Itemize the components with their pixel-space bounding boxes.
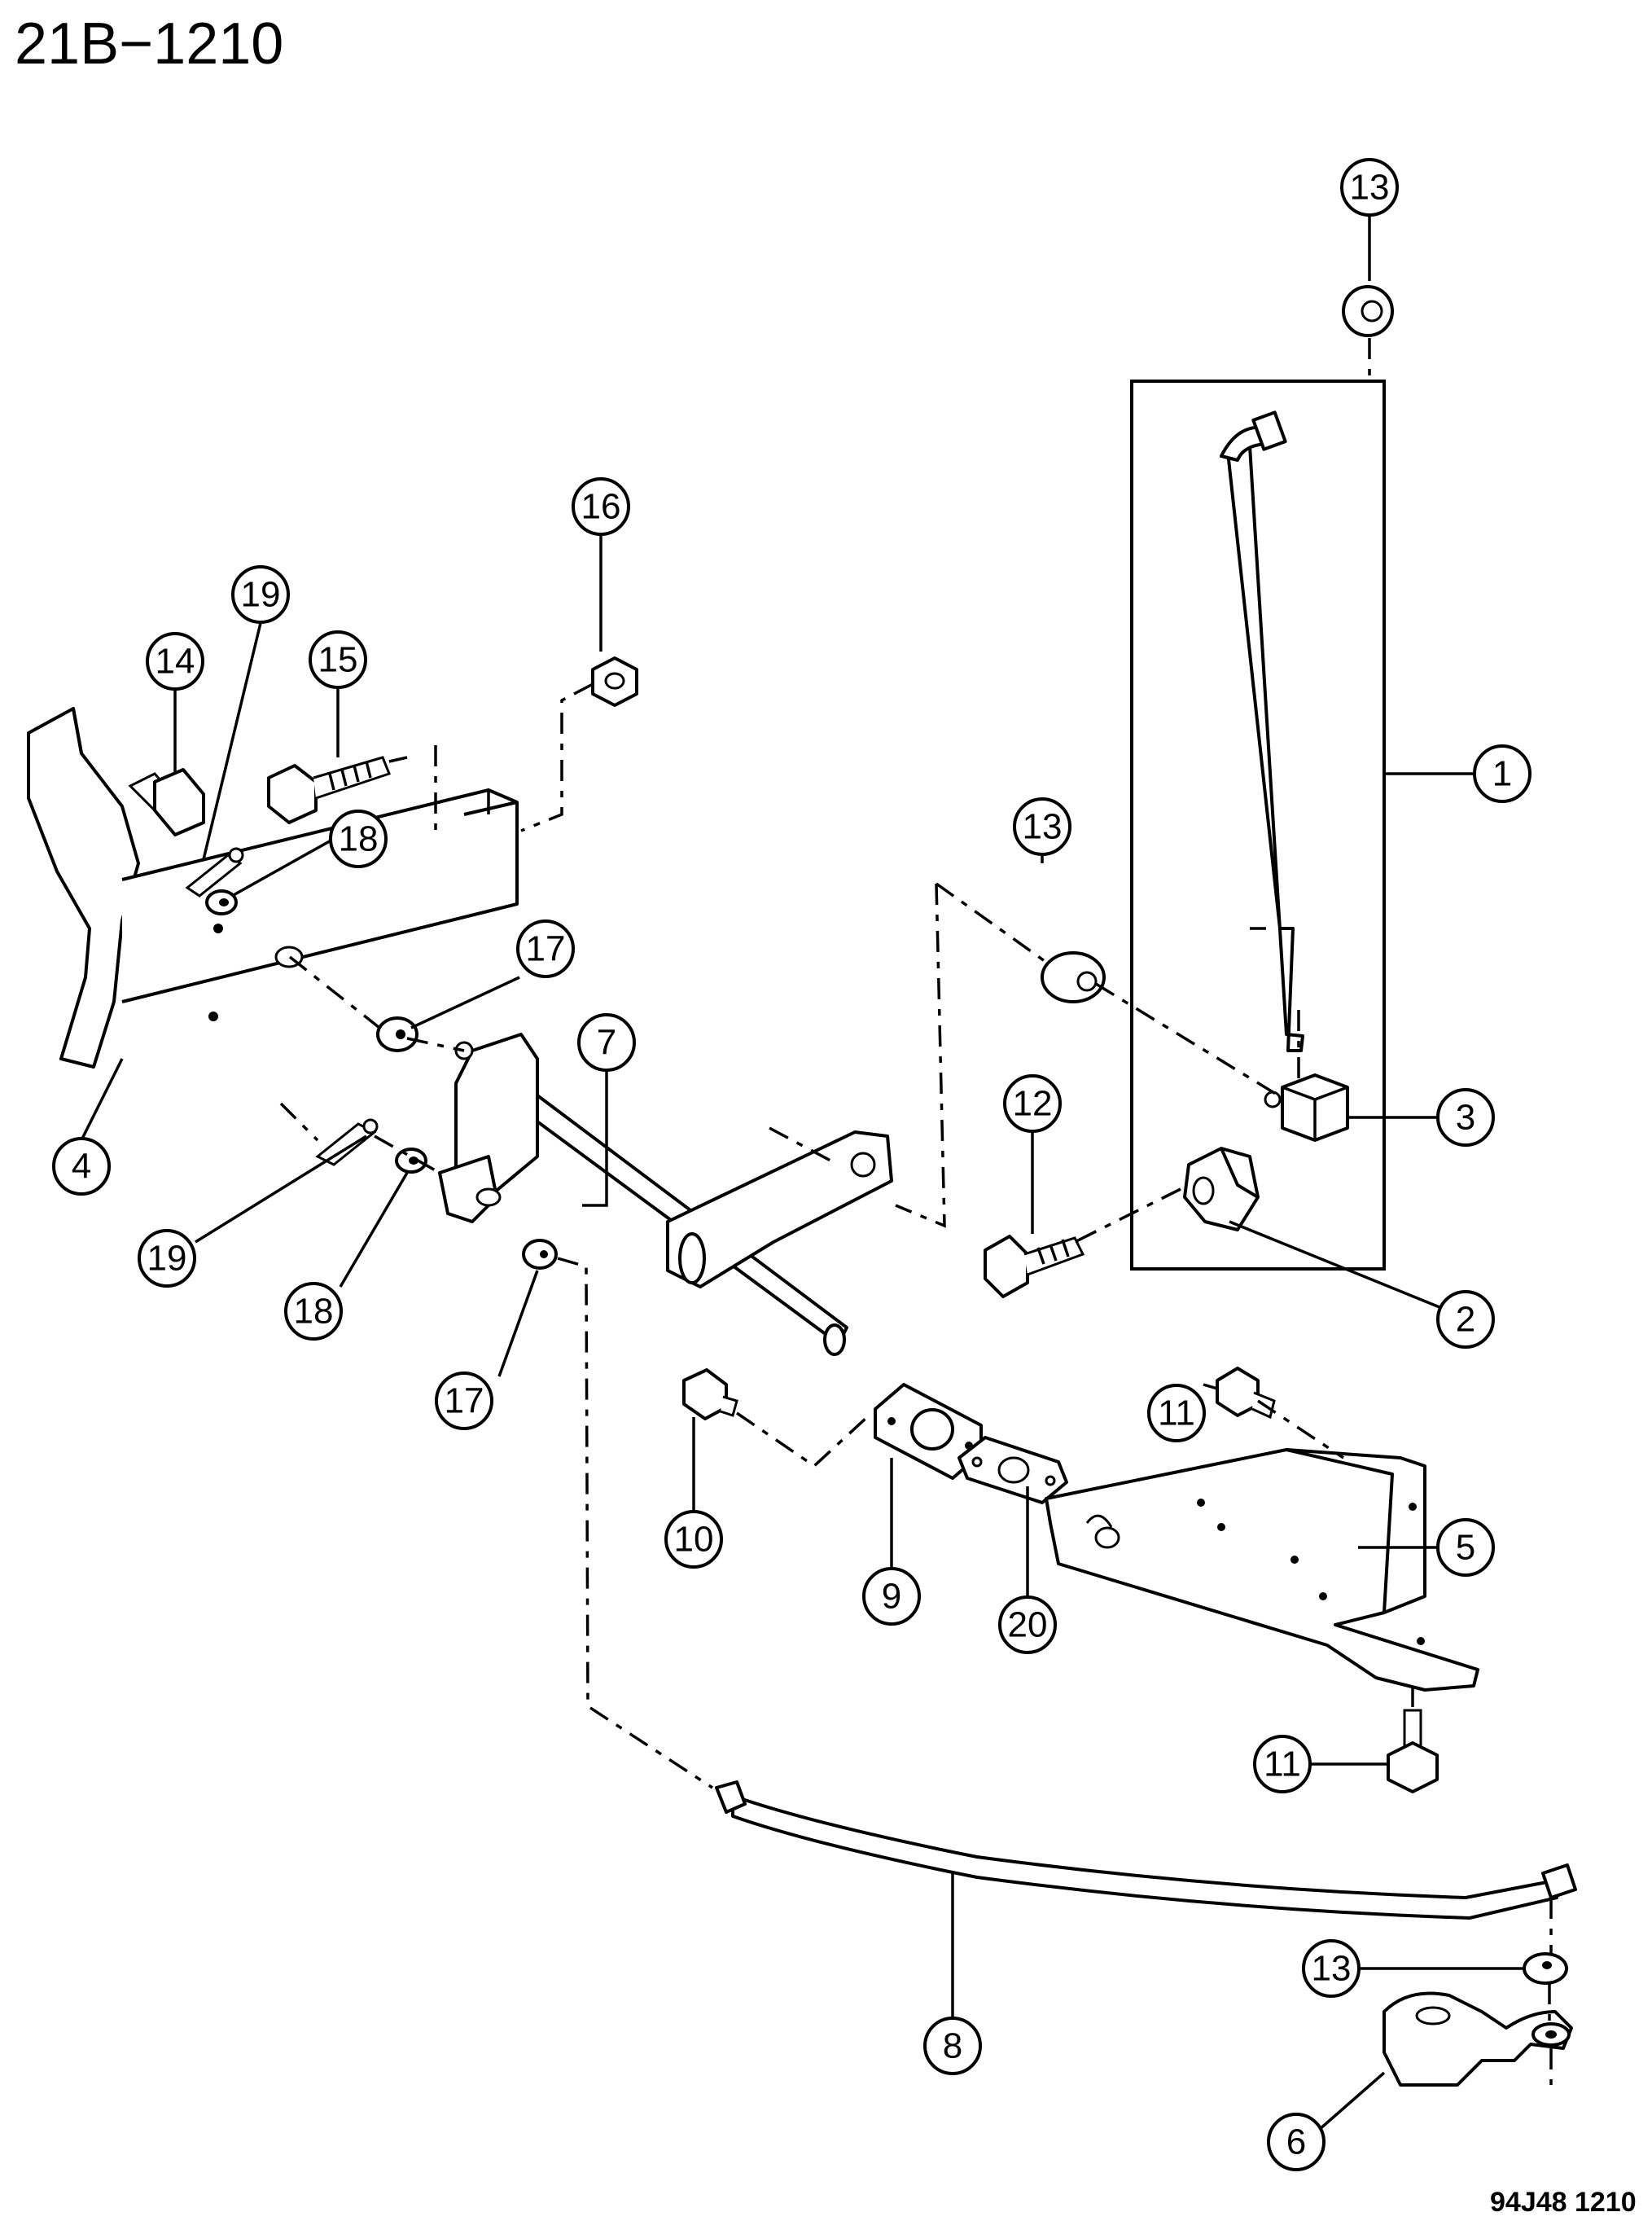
mount-bracket (27, 707, 519, 1069)
bolt-11-lower (1387, 1709, 1439, 1793)
leader-lines (80, 216, 1524, 2131)
bolt-14 (128, 768, 205, 836)
svg-text:11: 11 (1158, 1394, 1195, 1433)
grommet-top (1342, 285, 1394, 337)
callout-13-top: 13 (1340, 158, 1399, 217)
callout-18-upper: 18 (329, 810, 388, 868)
nut-16 (591, 656, 638, 707)
svg-text:20: 20 (1008, 1605, 1048, 1645)
bushing-17-lower (522, 1239, 558, 1270)
callout-8: 8 (923, 2017, 982, 2075)
cross-shaft (438, 1033, 893, 1356)
svg-text:18: 18 (294, 1292, 334, 1332)
bushing-17-upper (376, 1016, 418, 1052)
svg-text:8: 8 (943, 2026, 962, 2066)
plate-bracket-5 (1045, 1448, 1479, 1692)
pivot-block (1264, 1073, 1349, 1142)
gasket-20 (957, 1436, 1068, 1504)
callout-4: 4 (52, 1137, 111, 1196)
cotter-pin-lower (315, 1118, 379, 1166)
svg-text:5: 5 (1456, 1528, 1475, 1568)
assembly-lines (279, 338, 1553, 2085)
callout-5: 5 (1436, 1518, 1495, 1577)
washer-18-upper (205, 889, 238, 915)
svg-text:13: 13 (1350, 168, 1390, 208)
flange-9 (874, 1383, 983, 1480)
bolt-11-upper (1216, 1367, 1276, 1420)
callout-19-upper: 19 (231, 565, 290, 624)
svg-text:2: 2 (1456, 1300, 1475, 1340)
svg-text:13: 13 (1023, 807, 1063, 847)
callout-15: 15 (309, 630, 367, 689)
svg-text:14: 14 (156, 642, 195, 682)
diagram-code: 21B−1210 (15, 11, 283, 77)
svg-text:1: 1 (1492, 754, 1512, 794)
svg-text:19: 19 (241, 575, 281, 615)
grommet-bottom (1523, 1952, 1568, 1985)
cotter-pin-upper (185, 847, 244, 898)
svg-text:6: 6 (1286, 2122, 1306, 2162)
callout-17-lower: 17 (435, 1372, 493, 1430)
callout-12: 12 (1003, 1074, 1062, 1133)
bolt-12 (984, 1235, 1085, 1298)
washer-18-lower (395, 1148, 427, 1174)
callout-16: 16 (572, 477, 630, 536)
assembly-box (1130, 380, 1386, 1271)
figure-reference: 94J48 1210 (1490, 2187, 1637, 2218)
callout-14: 14 (146, 632, 204, 691)
callout-13-bottom: 13 (1302, 1939, 1361, 1998)
callout-11-upper: 11 (1147, 1384, 1206, 1442)
callout-20: 20 (998, 1595, 1057, 1654)
callout-9: 9 (862, 1567, 921, 1626)
callout-18-lower: 18 (284, 1282, 343, 1341)
callout-13-mid: 13 (1013, 797, 1071, 856)
bolt-15 (267, 756, 391, 824)
svg-text:19: 19 (147, 1239, 187, 1279)
svg-text:7: 7 (597, 1023, 616, 1063)
svg-text:11: 11 (1264, 1745, 1301, 1784)
lever-6 (1383, 1991, 1573, 2087)
svg-text:17: 17 (445, 1381, 484, 1421)
svg-text:17: 17 (526, 929, 566, 969)
svg-text:10: 10 (674, 1520, 714, 1560)
callout-19-lower: 19 (138, 1229, 196, 1288)
svg-text:16: 16 (581, 487, 621, 527)
svg-text:13: 13 (1312, 1949, 1352, 1989)
callout-6: 6 (1267, 2113, 1326, 2171)
svg-text:12: 12 (1013, 1084, 1053, 1124)
long-rod (715, 1780, 1577, 1920)
svg-text:3: 3 (1456, 1098, 1475, 1138)
callout-2: 2 (1436, 1290, 1495, 1349)
bracket-clip (1183, 1147, 1260, 1231)
callout-11-lower: 11 (1253, 1735, 1312, 1793)
callout-7: 7 (577, 1013, 636, 1072)
svg-text:15: 15 (318, 640, 358, 680)
callout-1: 1 (1473, 744, 1531, 803)
callout-10: 10 (664, 1510, 723, 1569)
callout-17-upper: 17 (516, 919, 575, 978)
svg-text:9: 9 (882, 1577, 901, 1617)
shift-rod (1220, 410, 1304, 1052)
svg-text:4: 4 (72, 1147, 91, 1187)
bolt-10 (682, 1368, 738, 1420)
grommet-mid (1041, 951, 1106, 1003)
callout-3: 3 (1436, 1088, 1495, 1147)
svg-text:18: 18 (339, 819, 379, 859)
